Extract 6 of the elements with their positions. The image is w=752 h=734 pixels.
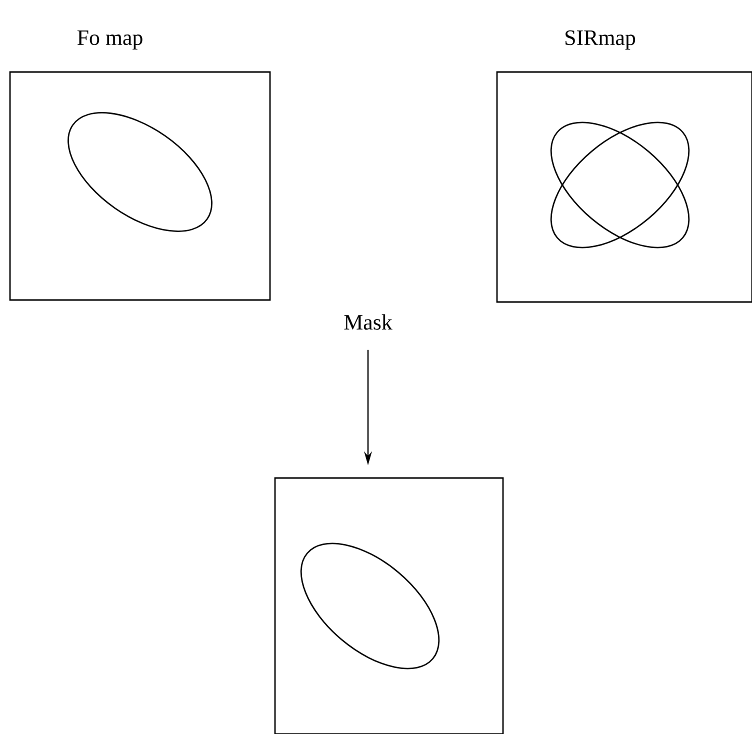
node-label: SIRmap bbox=[566, 30, 636, 50]
node-label: Fo map bbox=[77, 30, 142, 50]
text-label: Mask bbox=[344, 314, 392, 330]
map-panel: SIRmap bbox=[496, 30, 752, 303]
empty-map-panel bbox=[274, 477, 504, 734]
map-panel: Fo map bbox=[9, 30, 271, 301]
